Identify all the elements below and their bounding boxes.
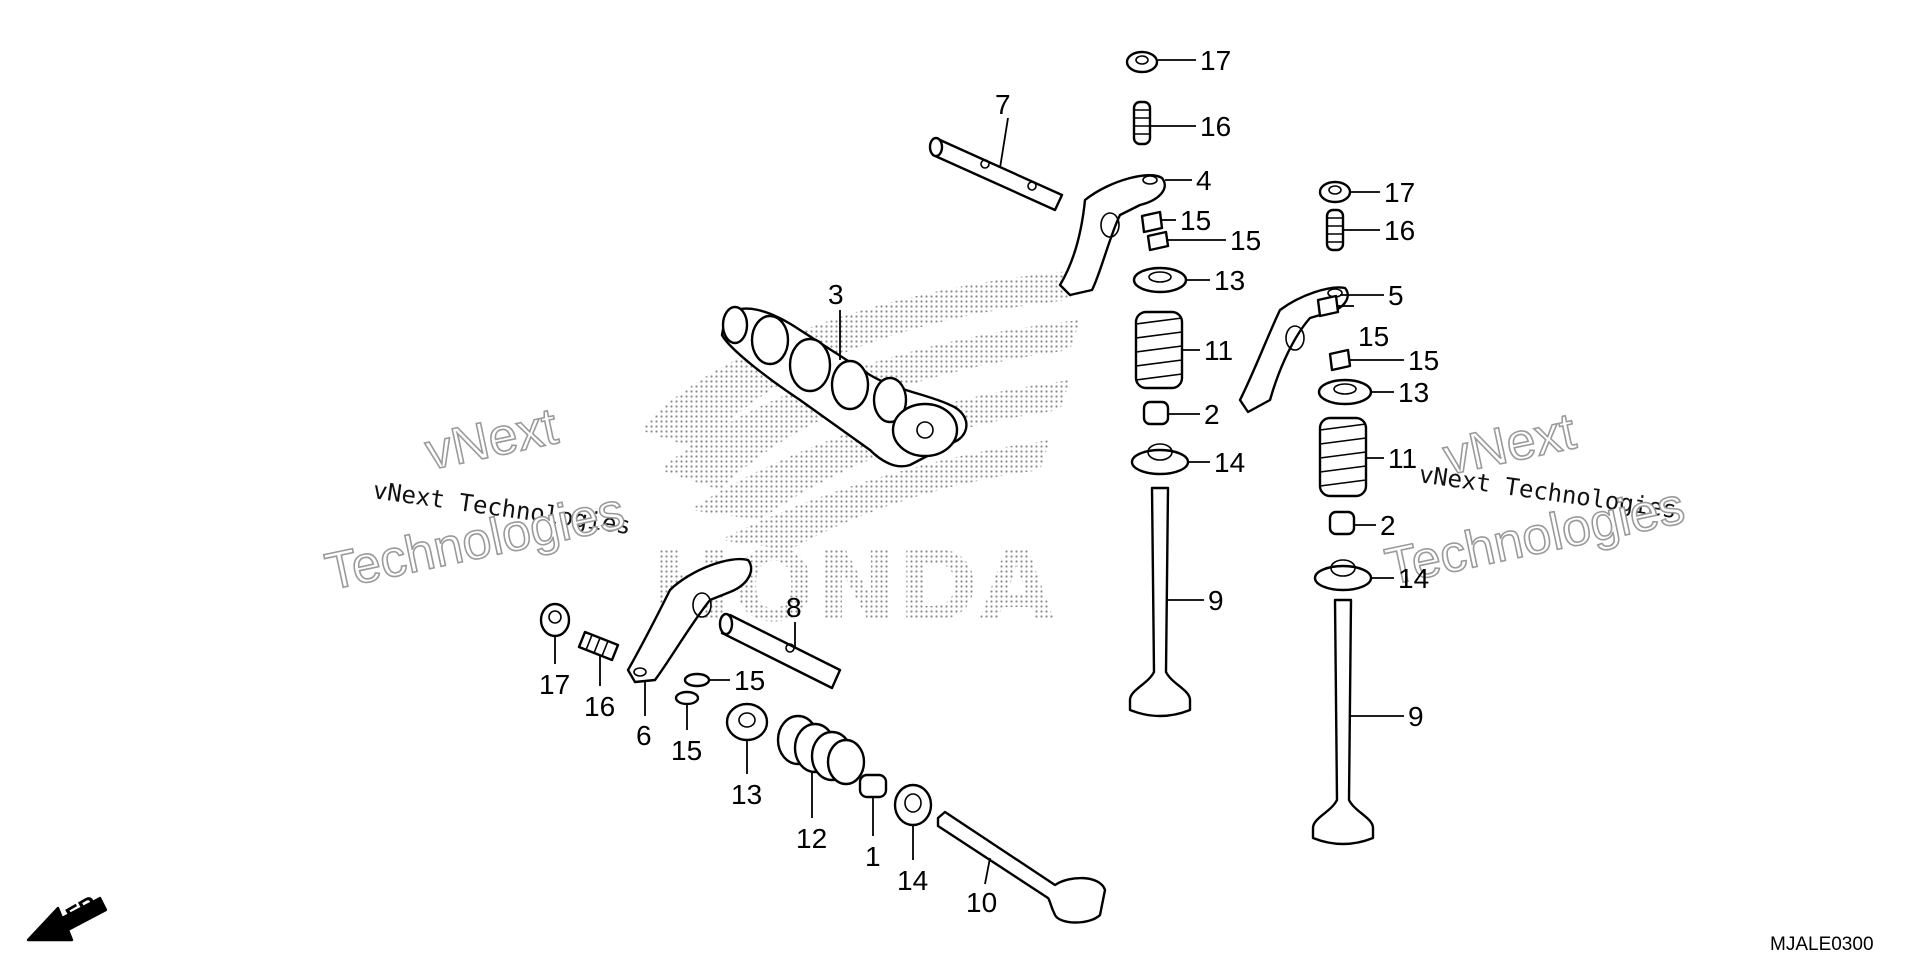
callout-1: 1 <box>865 841 881 872</box>
callout-13-lower: 13 <box>731 779 762 810</box>
retainer-13b <box>1317 378 1373 406</box>
callout-labels: 17 16 4 7 15 15 13 3 11 2 14 9 17 16 5 1… <box>539 45 1439 918</box>
camshaft <box>720 305 968 468</box>
callout-15-top-a: 15 <box>1180 205 1211 236</box>
callout-5: 5 <box>1388 280 1404 311</box>
valve-9b <box>1311 598 1375 846</box>
rocker-arm-4 <box>1058 174 1166 297</box>
cotter-15e <box>683 672 711 688</box>
callout-17-right: 17 <box>1384 177 1415 208</box>
callout-14-lower: 14 <box>897 865 928 896</box>
lock-nut-right <box>1318 180 1352 204</box>
callout-13-top: 13 <box>1214 265 1245 296</box>
callout-9-right: 9 <box>1408 701 1424 732</box>
callout-2-top: 2 <box>1204 399 1220 430</box>
watermark-big-line1-right: vNext <box>1438 402 1581 486</box>
leader-lines <box>554 59 1404 885</box>
callout-4: 4 <box>1196 165 1212 196</box>
rocker-shaft-lower <box>718 612 842 690</box>
rocker-arm-6 <box>626 557 753 684</box>
spring-seat-14c <box>893 783 933 827</box>
adjusting-screw-lower <box>577 630 620 662</box>
valve-9a <box>1128 486 1192 718</box>
callout-15-top-b: 15 <box>1230 225 1261 256</box>
rocker-arm-5 <box>1238 286 1349 414</box>
cotter-15a <box>1140 210 1164 234</box>
cotter-15d <box>1328 348 1352 372</box>
callout-10: 10 <box>966 887 997 918</box>
cotter-15c <box>1316 294 1340 318</box>
callout-12: 12 <box>796 823 827 854</box>
callout-15-right-a: 15 <box>1358 321 1389 352</box>
front-direction-marker: FR. <box>26 887 108 942</box>
stem-seal-2b <box>1328 510 1356 536</box>
adjusting-screw-right <box>1325 208 1345 252</box>
callout-6: 6 <box>636 720 652 751</box>
callout-16-lower: 16 <box>584 691 615 722</box>
cotter-15b <box>1146 230 1170 252</box>
diagram-code: MJALE0300 <box>1770 934 1874 955</box>
lock-nut-lower <box>539 602 571 638</box>
retainer-13a <box>1132 266 1188 294</box>
callout-17-top: 17 <box>1200 45 1231 76</box>
callout-9-top: 9 <box>1208 585 1224 616</box>
callout-3: 3 <box>828 279 844 310</box>
valve-spring-12 <box>776 714 866 786</box>
callout-17-lower: 17 <box>539 669 570 700</box>
callout-13-right: 13 <box>1398 377 1429 408</box>
watermark-big-line1: vNext <box>420 397 563 481</box>
callout-15-right-b: 15 <box>1408 345 1439 376</box>
watermark-left: vNext Technologies vNext Technologies <box>320 396 633 602</box>
valve-spring-11a <box>1134 310 1184 390</box>
retainer-13c <box>725 702 769 742</box>
callout-14-right: 14 <box>1398 563 1429 594</box>
lock-nut-top <box>1125 50 1159 74</box>
stem-seal-2a <box>1142 400 1170 426</box>
callout-14-top: 14 <box>1214 447 1245 478</box>
valve-spring-11b <box>1318 416 1368 498</box>
callout-8: 8 <box>786 592 802 623</box>
cotter-15f <box>674 690 700 706</box>
callout-16-top: 16 <box>1200 111 1231 142</box>
stem-seal-1 <box>858 773 888 799</box>
callout-7: 7 <box>995 89 1011 120</box>
callout-15-lower-b: 15 <box>671 735 702 766</box>
rocker-shaft-upper <box>928 136 1064 212</box>
spring-seat-14b <box>1313 559 1373 592</box>
callout-15-lower-a: 15 <box>734 665 765 696</box>
callout-16-right: 16 <box>1384 215 1415 246</box>
front-arrow-icon <box>26 896 108 942</box>
callout-2-right: 2 <box>1380 510 1396 541</box>
valve-10 <box>936 810 1107 924</box>
adjusting-screw-top <box>1132 100 1152 146</box>
spring-seat-14a <box>1130 443 1190 476</box>
callout-11-right: 11 <box>1388 443 1417 474</box>
callout-11-top: 11 <box>1204 335 1233 366</box>
